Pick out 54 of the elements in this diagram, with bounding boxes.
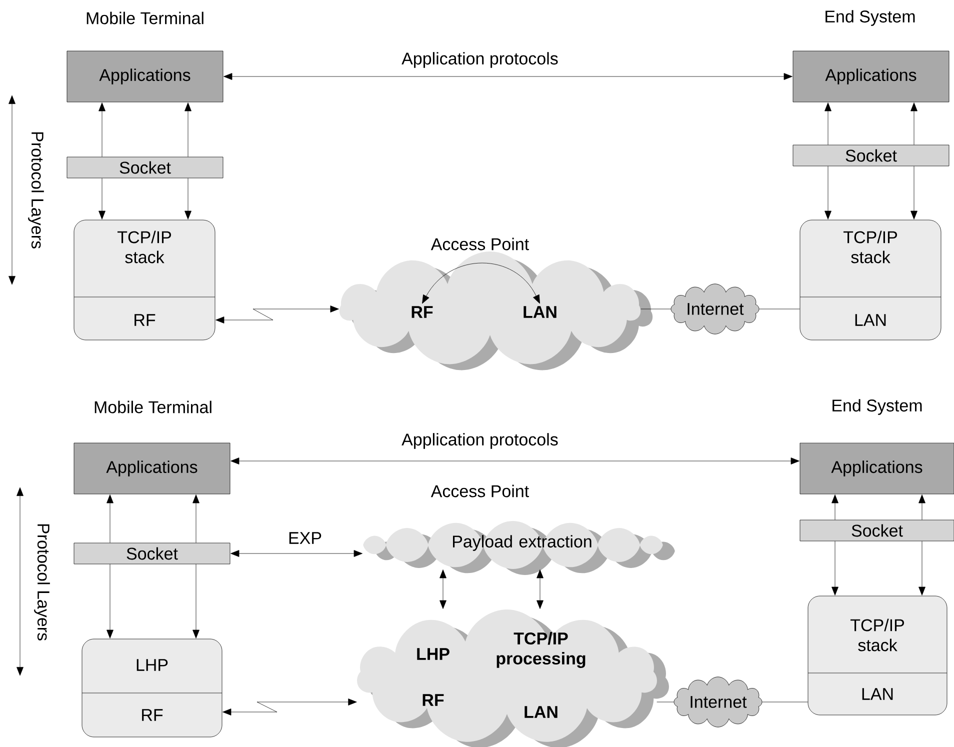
arrow bbox=[216, 306, 339, 324]
axis-label: Protocol Layers bbox=[28, 132, 44, 248]
axis-label: Protocol Layers bbox=[34, 524, 50, 640]
arrow bbox=[832, 494, 838, 520]
layer-stack-box: LHP RF bbox=[82, 638, 222, 738]
cloud-text: RF bbox=[412, 306, 433, 318]
edge-label: EXP bbox=[287, 531, 324, 545]
socket-bar: Socket bbox=[74, 542, 230, 564]
socket-bar: Socket bbox=[792, 144, 950, 166]
heading-text: Access Point bbox=[430, 238, 529, 250]
edge-label: Application protocols bbox=[400, 51, 560, 69]
socket-bar: Socket bbox=[800, 520, 954, 542]
layer-stack-box: TCP/IP stack LAN bbox=[808, 596, 948, 716]
arrow bbox=[184, 178, 192, 220]
connector-line bbox=[759, 308, 800, 310]
heading-text: End System bbox=[826, 10, 915, 26]
arrow bbox=[222, 698, 357, 716]
arrow bbox=[106, 494, 114, 543]
arrow bbox=[910, 166, 918, 220]
applications-box: Applications bbox=[792, 50, 950, 102]
edge-label: Application protocols bbox=[400, 432, 560, 450]
connector-line bbox=[640, 308, 671, 310]
cloud-shape bbox=[339, 252, 653, 370]
arrow bbox=[422, 262, 540, 304]
arrow bbox=[184, 102, 192, 157]
arrow bbox=[192, 564, 200, 638]
applications-box: Applications bbox=[66, 50, 224, 102]
applications-box: Applications bbox=[800, 442, 954, 494]
heading-text: End System bbox=[832, 399, 922, 415]
arrow bbox=[106, 564, 114, 638]
layer-stack-box: TCP/IP stack RF bbox=[74, 220, 216, 340]
arrow bbox=[910, 102, 918, 145]
arrow bbox=[536, 570, 544, 609]
arrow bbox=[440, 570, 446, 609]
layer-stack-box: TCP/IP stack LAN bbox=[800, 220, 942, 340]
heading-text: Access Point bbox=[430, 484, 529, 498]
heading-text: Mobile Terminal bbox=[86, 12, 204, 24]
arrow bbox=[230, 550, 362, 557]
cloud-text: LAN bbox=[524, 306, 556, 318]
arrow bbox=[832, 541, 838, 596]
arrow bbox=[230, 458, 800, 464]
heading-text: Mobile Terminal bbox=[94, 400, 212, 414]
arrow bbox=[918, 541, 926, 596]
arrow bbox=[98, 178, 106, 220]
socket-bar: Socket bbox=[66, 156, 224, 178]
arrow bbox=[918, 494, 926, 520]
arrow bbox=[192, 494, 200, 543]
arrow bbox=[824, 102, 832, 145]
arrow bbox=[98, 102, 106, 157]
applications-box: Applications bbox=[74, 442, 230, 494]
arrow bbox=[824, 166, 832, 220]
internet-cloud: Internet bbox=[674, 676, 762, 728]
internet-cloud: Internet bbox=[670, 284, 760, 334]
arrow bbox=[224, 73, 792, 80]
